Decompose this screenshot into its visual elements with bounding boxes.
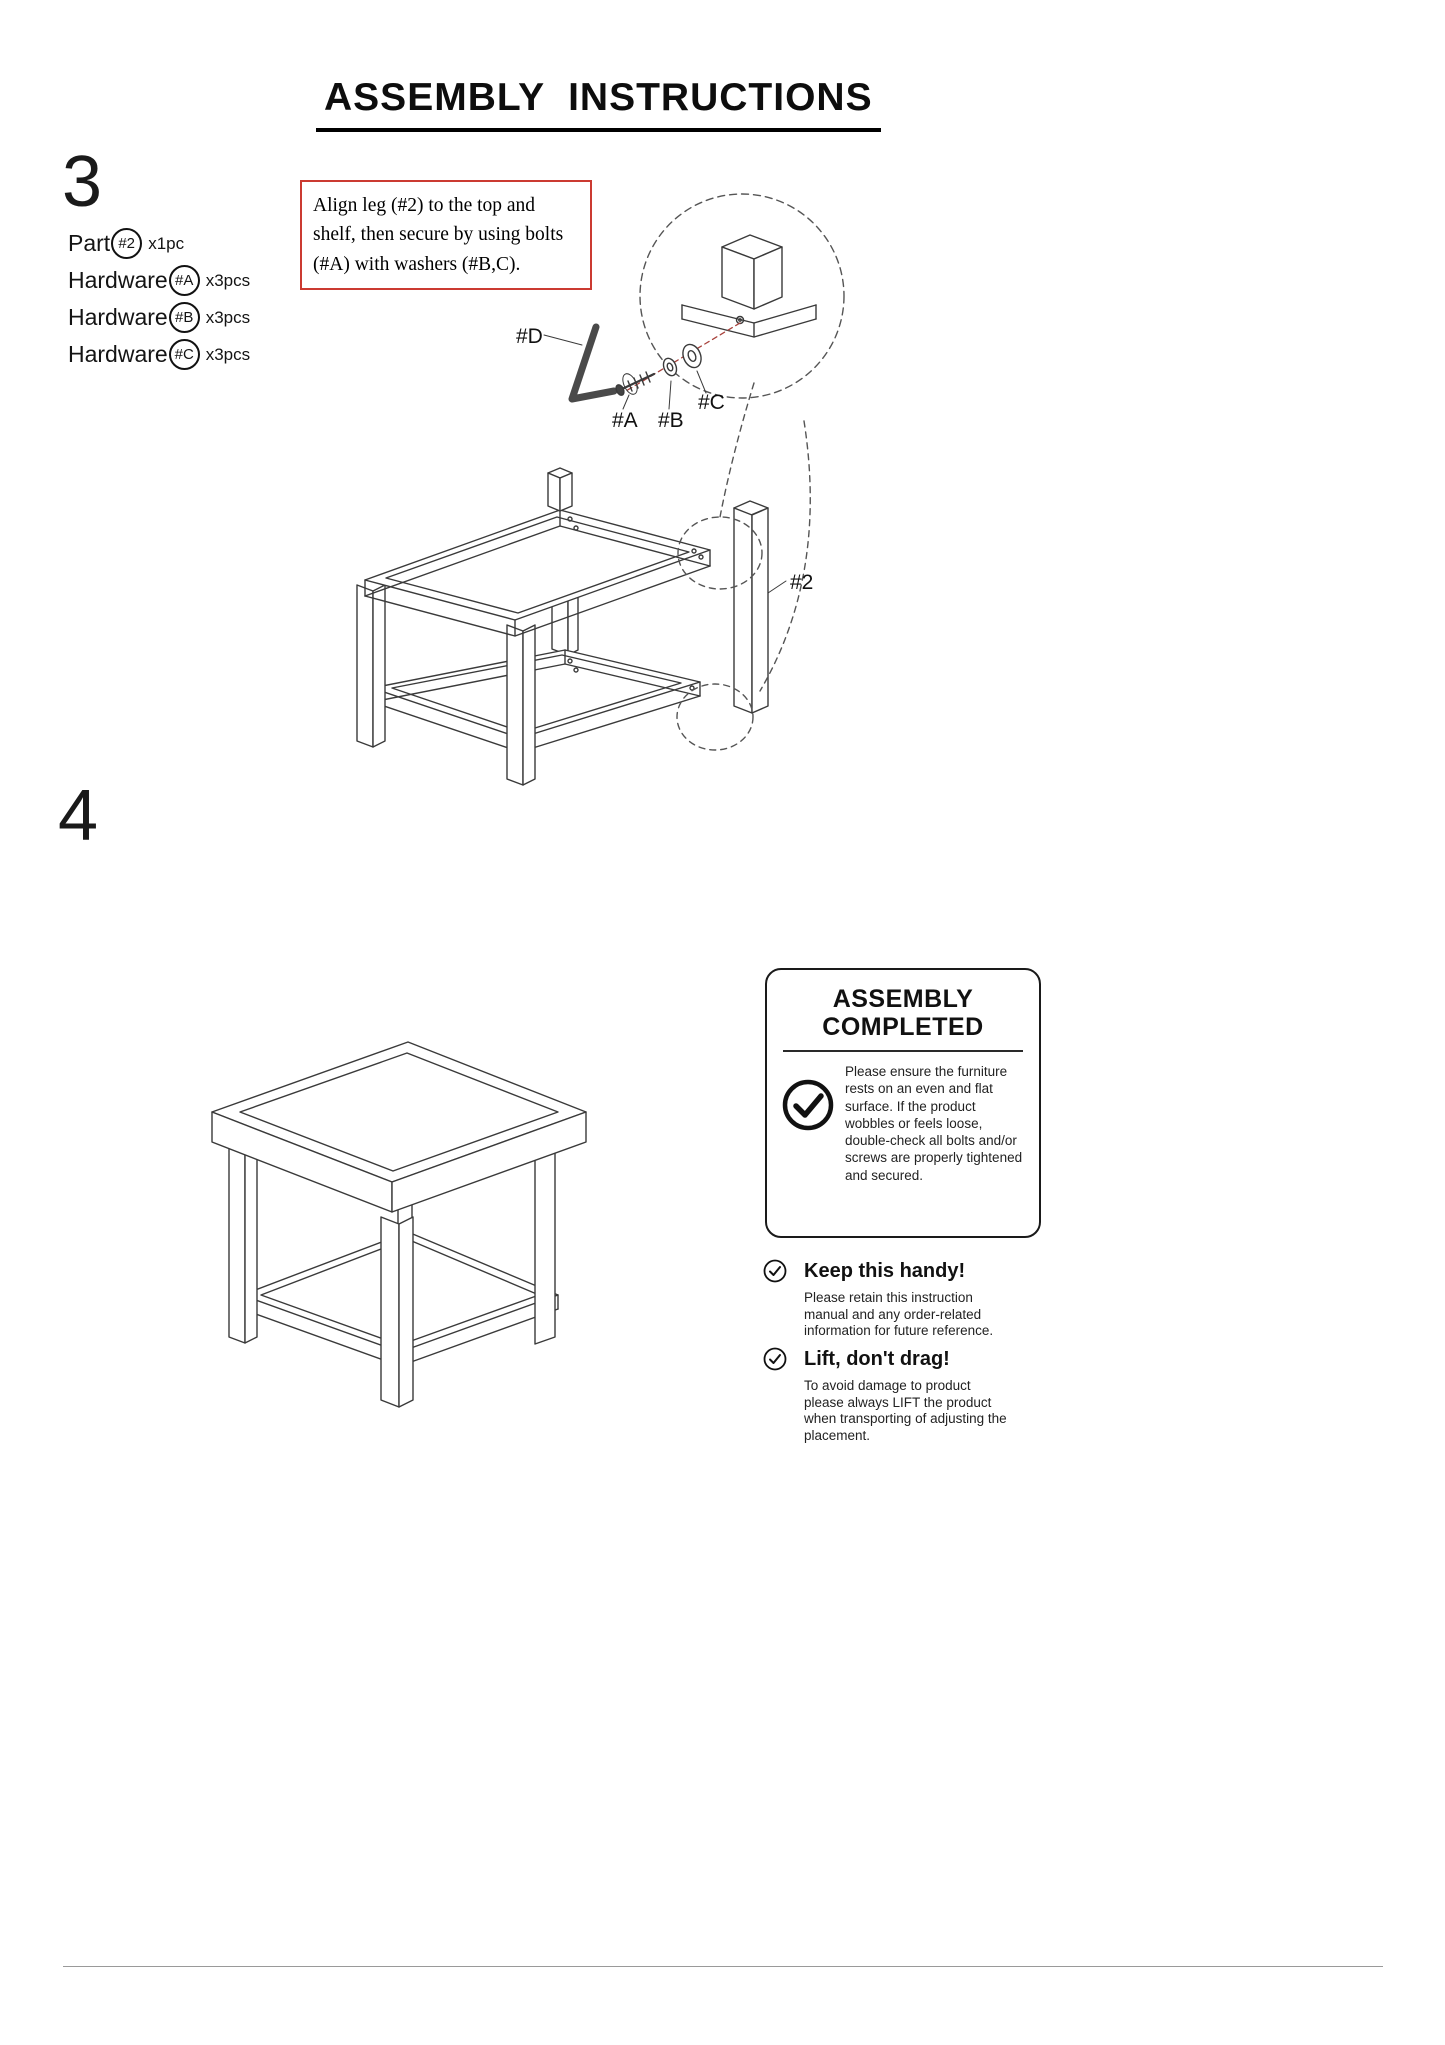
part-tag-circle: #C: [168, 339, 200, 370]
part-qty: x3pcs: [205, 307, 251, 327]
page-title: ASSEMBLY INSTRUCTIONS: [316, 76, 881, 132]
step-3-number: 3: [62, 142, 103, 222]
check-icon: [763, 1347, 787, 1371]
washer-c: [682, 343, 702, 369]
part-tag-circle: #B: [168, 302, 200, 333]
tip-heading: Keep this handy!: [804, 1259, 966, 1282]
part-tag-circle: #A: [168, 265, 200, 296]
instruction-note: Align leg (#2) to the top and shelf, the…: [300, 180, 592, 290]
label-a: #A: [612, 409, 638, 432]
tip-body: Please retain this instruction manual an…: [804, 1290, 994, 1339]
step-4-diagram: [211, 1041, 587, 1408]
assembly-completed-box: ASSEMBLY COMPLETED Please ensure the fur…: [765, 968, 1041, 1238]
label-leg-2: #2: [790, 571, 813, 594]
detail-circle: [639, 193, 845, 399]
step-4-number: 4: [58, 776, 99, 856]
part-qty: x3pcs: [205, 270, 251, 290]
part-row: Hardware #A x3pcs: [68, 265, 250, 296]
completed-divider: [783, 1050, 1023, 1052]
part-prefix: Hardware: [68, 341, 168, 367]
allen-key: [568, 323, 618, 403]
bolt-a: [615, 371, 656, 396]
tip-heading: Lift, don't drag!: [804, 1347, 950, 1370]
part-qty: x3pcs: [205, 344, 251, 364]
part-row: Part #2 x1pc: [68, 228, 184, 259]
part-prefix: Part: [68, 230, 111, 256]
part-row: Hardware #C x3pcs: [68, 339, 250, 370]
tip-body: To avoid damage to product please always…: [804, 1378, 1007, 1444]
step-3-diagram: #D #A #B #C: [356, 193, 845, 786]
part-prefix: Hardware: [68, 304, 168, 330]
completed-body-text: Please ensure the furniture rests on an …: [845, 1064, 1023, 1183]
washer-b: [662, 357, 678, 377]
label-b: #B: [658, 409, 684, 432]
bottom-divider: [63, 1966, 1383, 1967]
label-d: #D: [516, 325, 543, 348]
tip-lift-dont-drag: Lift, don't drag! To avoid damage to pro…: [762, 1346, 1012, 1445]
check-circle-icon: [782, 1079, 834, 1131]
tip-keep-handy: Keep this handy! Please retain this inst…: [762, 1258, 1012, 1340]
check-icon: [763, 1259, 787, 1283]
completed-title-line1: ASSEMBLY: [832, 985, 974, 1013]
leg-part-2: [733, 500, 769, 714]
part-tag-circle: #2: [111, 228, 143, 259]
label-c: #C: [698, 391, 725, 414]
completed-title-line2: COMPLETED: [822, 1013, 984, 1041]
part-prefix: Hardware: [68, 267, 168, 293]
part-qty: x1pc: [148, 233, 185, 253]
part-row: Hardware #B x3pcs: [68, 302, 250, 333]
